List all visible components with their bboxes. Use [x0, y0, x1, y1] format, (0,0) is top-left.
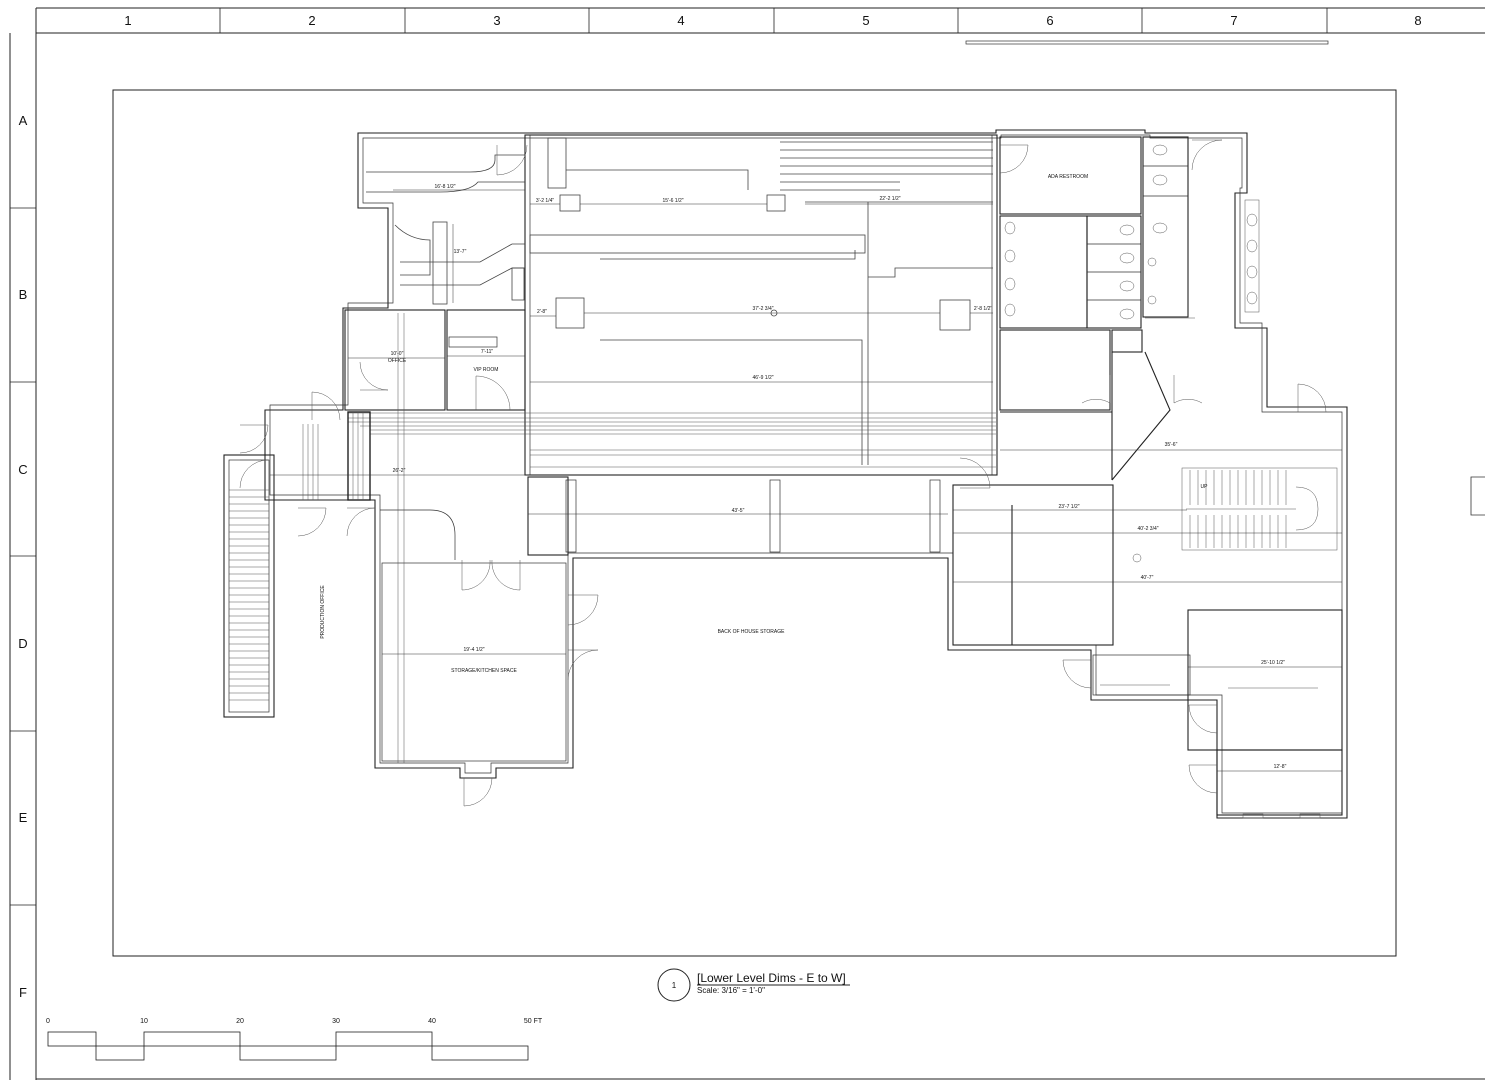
rail-bundle: [302, 313, 996, 763]
grid-row-c: C: [18, 462, 27, 477]
dim-label: 7'-11": [481, 349, 494, 355]
dim-label: 25'-10 1/2": [1261, 660, 1285, 666]
scale-bar-tick: 30: [332, 1018, 340, 1025]
dimension-labels: 16'-8 1/2" 3'-2 1/4" 15'-6 1/2" 22'-2 1/…: [391, 184, 1287, 770]
dim-label: 22'-2 1/2": [879, 196, 900, 202]
grid-frame: [9, 7, 1485, 1080]
dim-label: 15'-6 1/2": [662, 198, 683, 204]
drawing-title: [Lower Level Dims - E to W]: [697, 971, 846, 985]
drawing-number: 1: [672, 981, 677, 990]
dim-label: 2'-8": [537, 309, 547, 315]
stair-landing: [1295, 486, 1319, 531]
room-labels: ADA RESTROOM OFFICE VIP ROOM PRODUCTION …: [320, 174, 1208, 674]
grid-col-3: 3: [493, 13, 500, 28]
dim-label: 37'-2 3/4": [752, 306, 773, 312]
grid-row-f: F: [19, 985, 27, 1000]
dim-label: 13'-7": [454, 249, 467, 255]
room-label-vip-room: VIP ROOM: [474, 367, 499, 373]
dimension-lines: [270, 189, 1342, 772]
dim-label: 10'-0": [391, 351, 404, 357]
stair-treads: [229, 467, 1338, 701]
grid-col-4: 4: [677, 13, 684, 28]
grid-row-d: D: [18, 636, 27, 651]
scale-bar-tick: 20: [236, 1018, 244, 1025]
dim-label: 43'-5": [732, 508, 745, 514]
drawing-scale: Scale: 3/16" = 1'-0": [697, 986, 765, 995]
building-walls: [223, 129, 1348, 819]
restroom-fixtures: [1004, 144, 1321, 819]
grid-column-labels: 1 2 3 4 5 6 7 8: [124, 13, 1421, 28]
grid-col-1: 1: [124, 13, 131, 28]
doors: [239, 139, 1327, 807]
drawing-number-bubble: [657, 968, 691, 1002]
room-label-storage-kitchen: STORAGE/KITCHEN SPACE: [451, 668, 517, 674]
scale-bar-tick: 0: [46, 1018, 50, 1025]
scale-bar: 0 10 20 30 40 50 FT: [46, 1018, 543, 1061]
grid-row-e: E: [19, 810, 28, 825]
dim-label: 46'-9 1/2": [752, 375, 773, 381]
dim-label: 26'-2": [393, 468, 406, 474]
grid-col-7: 7: [1230, 13, 1237, 28]
dim-label: 19'-4 1/2": [463, 647, 484, 653]
room-label-office: OFFICE: [388, 358, 407, 364]
grid-row-a: A: [19, 113, 28, 128]
dim-label: 23'-7 1/2": [1058, 504, 1079, 510]
dim-label: 40'-7": [1141, 575, 1154, 581]
room-label-back-of-house-storage: BACK OF HOUSE STORAGE: [718, 629, 786, 635]
scale-bar-tick: 10: [140, 1018, 148, 1025]
grid-col-2: 2: [308, 13, 315, 28]
dim-label: 12'-8": [1274, 764, 1287, 770]
scale-bar-tick: 40: [428, 1018, 436, 1025]
dim-label: 16'-8 1/2": [434, 184, 455, 190]
grid-row-labels: A B C D E F: [18, 113, 27, 1000]
dim-label: 2'-8 1/2": [974, 306, 993, 312]
ductwork: [366, 137, 993, 465]
dim-label: 35'-6": [1165, 442, 1178, 448]
stair-enclosure: [1181, 467, 1338, 551]
drawing-title-block: 1 [Lower Level Dims - E to W] Scale: 3/1…: [657, 968, 850, 1002]
room-label-ada-restroom: ADA RESTROOM: [1048, 174, 1088, 180]
dim-label: 3'-2 1/4": [536, 198, 555, 204]
grid-row-b: B: [19, 287, 28, 302]
dim-label: 40'-2 3/4": [1137, 526, 1158, 532]
grid-col-6: 6: [1046, 13, 1053, 28]
scale-bar-tick: 50 FT: [524, 1018, 543, 1025]
grid-col-8: 8: [1414, 13, 1421, 28]
grid-col-5: 5: [862, 13, 869, 28]
viewport-frame: [112, 89, 1397, 957]
stair-up-label: UP: [1201, 484, 1209, 490]
room-label-production-office: PRODUCTION OFFICE: [320, 585, 326, 639]
